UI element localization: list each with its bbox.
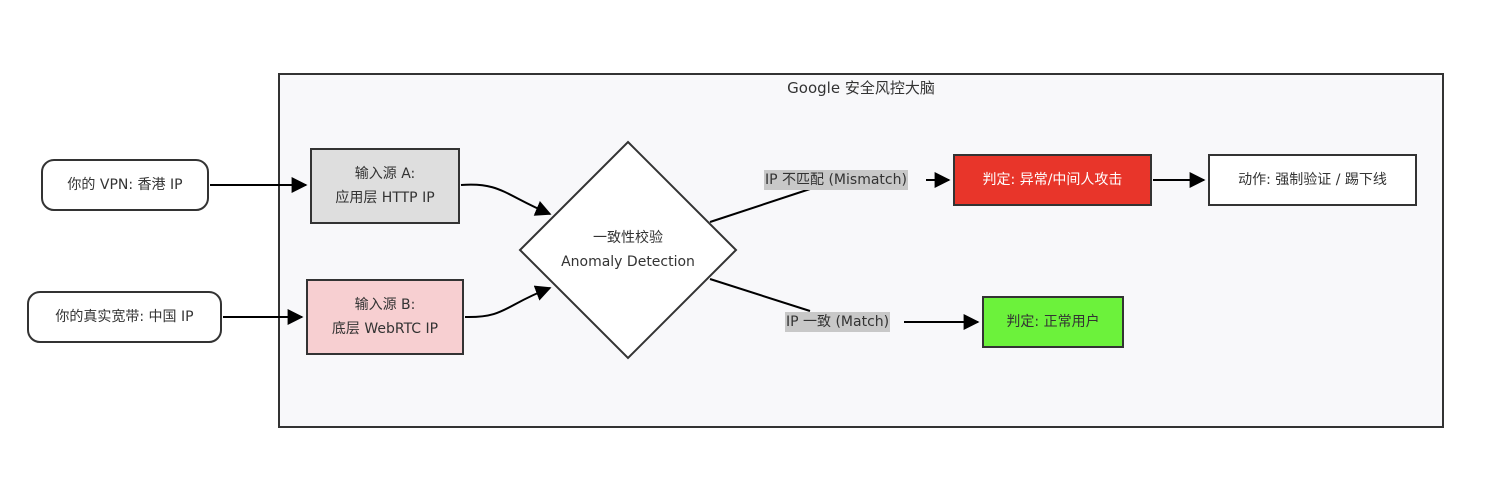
source-a-line2: 应用层 HTTP IP: [335, 190, 435, 206]
action-node: 动作: 强制验证 / 踢下线: [1208, 154, 1417, 206]
vpn-ip-label: 你的 VPN: 香港 IP: [67, 177, 183, 193]
mismatch-edge-label: IP 不匹配 (Mismatch): [764, 170, 908, 190]
consistency-check-label: 一致性校验 Anomaly Detection: [520, 226, 736, 274]
edge-check-to-match-label: [709, 278, 811, 312]
edge-source-a-to-check: [460, 183, 552, 216]
vpn-ip-node: 你的 VPN: 香港 IP: [41, 159, 209, 211]
source-b-line2: 底层 WebRTC IP: [331, 321, 439, 337]
abnormal-verdict-label: 判定: 异常/中间人攻击: [982, 172, 1123, 188]
action-label: 动作: 强制验证 / 踢下线: [1238, 172, 1387, 188]
check-line2: Anomaly Detection: [561, 254, 695, 270]
real-ip-node: 你的真实宽带: 中国 IP: [27, 291, 222, 343]
edge-check-to-mismatch-label: [709, 188, 811, 223]
real-ip-label: 你的真实宽带: 中国 IP: [55, 309, 194, 325]
edge-source-b-to-check: [464, 285, 552, 319]
match-edge-label: IP 一致 (Match): [785, 312, 891, 332]
risk-control-cluster: Google 安全风控大脑: [278, 73, 1444, 428]
normal-verdict-label: 判定: 正常用户: [1006, 314, 1100, 330]
consistency-check-diamond: [518, 140, 738, 360]
source-a-line1: 输入源 A:: [354, 166, 416, 182]
source-a-node: 输入源 A: 应用层 HTTP IP: [310, 148, 460, 224]
source-b-node: 输入源 B: 底层 WebRTC IP: [306, 279, 464, 355]
check-line1: 一致性校验: [593, 230, 663, 246]
normal-verdict-node: 判定: 正常用户: [982, 296, 1124, 348]
cluster-title: Google 安全风控大脑: [787, 79, 935, 97]
abnormal-verdict-node: 判定: 异常/中间人攻击: [953, 154, 1152, 206]
source-b-line1: 输入源 B:: [354, 297, 416, 313]
